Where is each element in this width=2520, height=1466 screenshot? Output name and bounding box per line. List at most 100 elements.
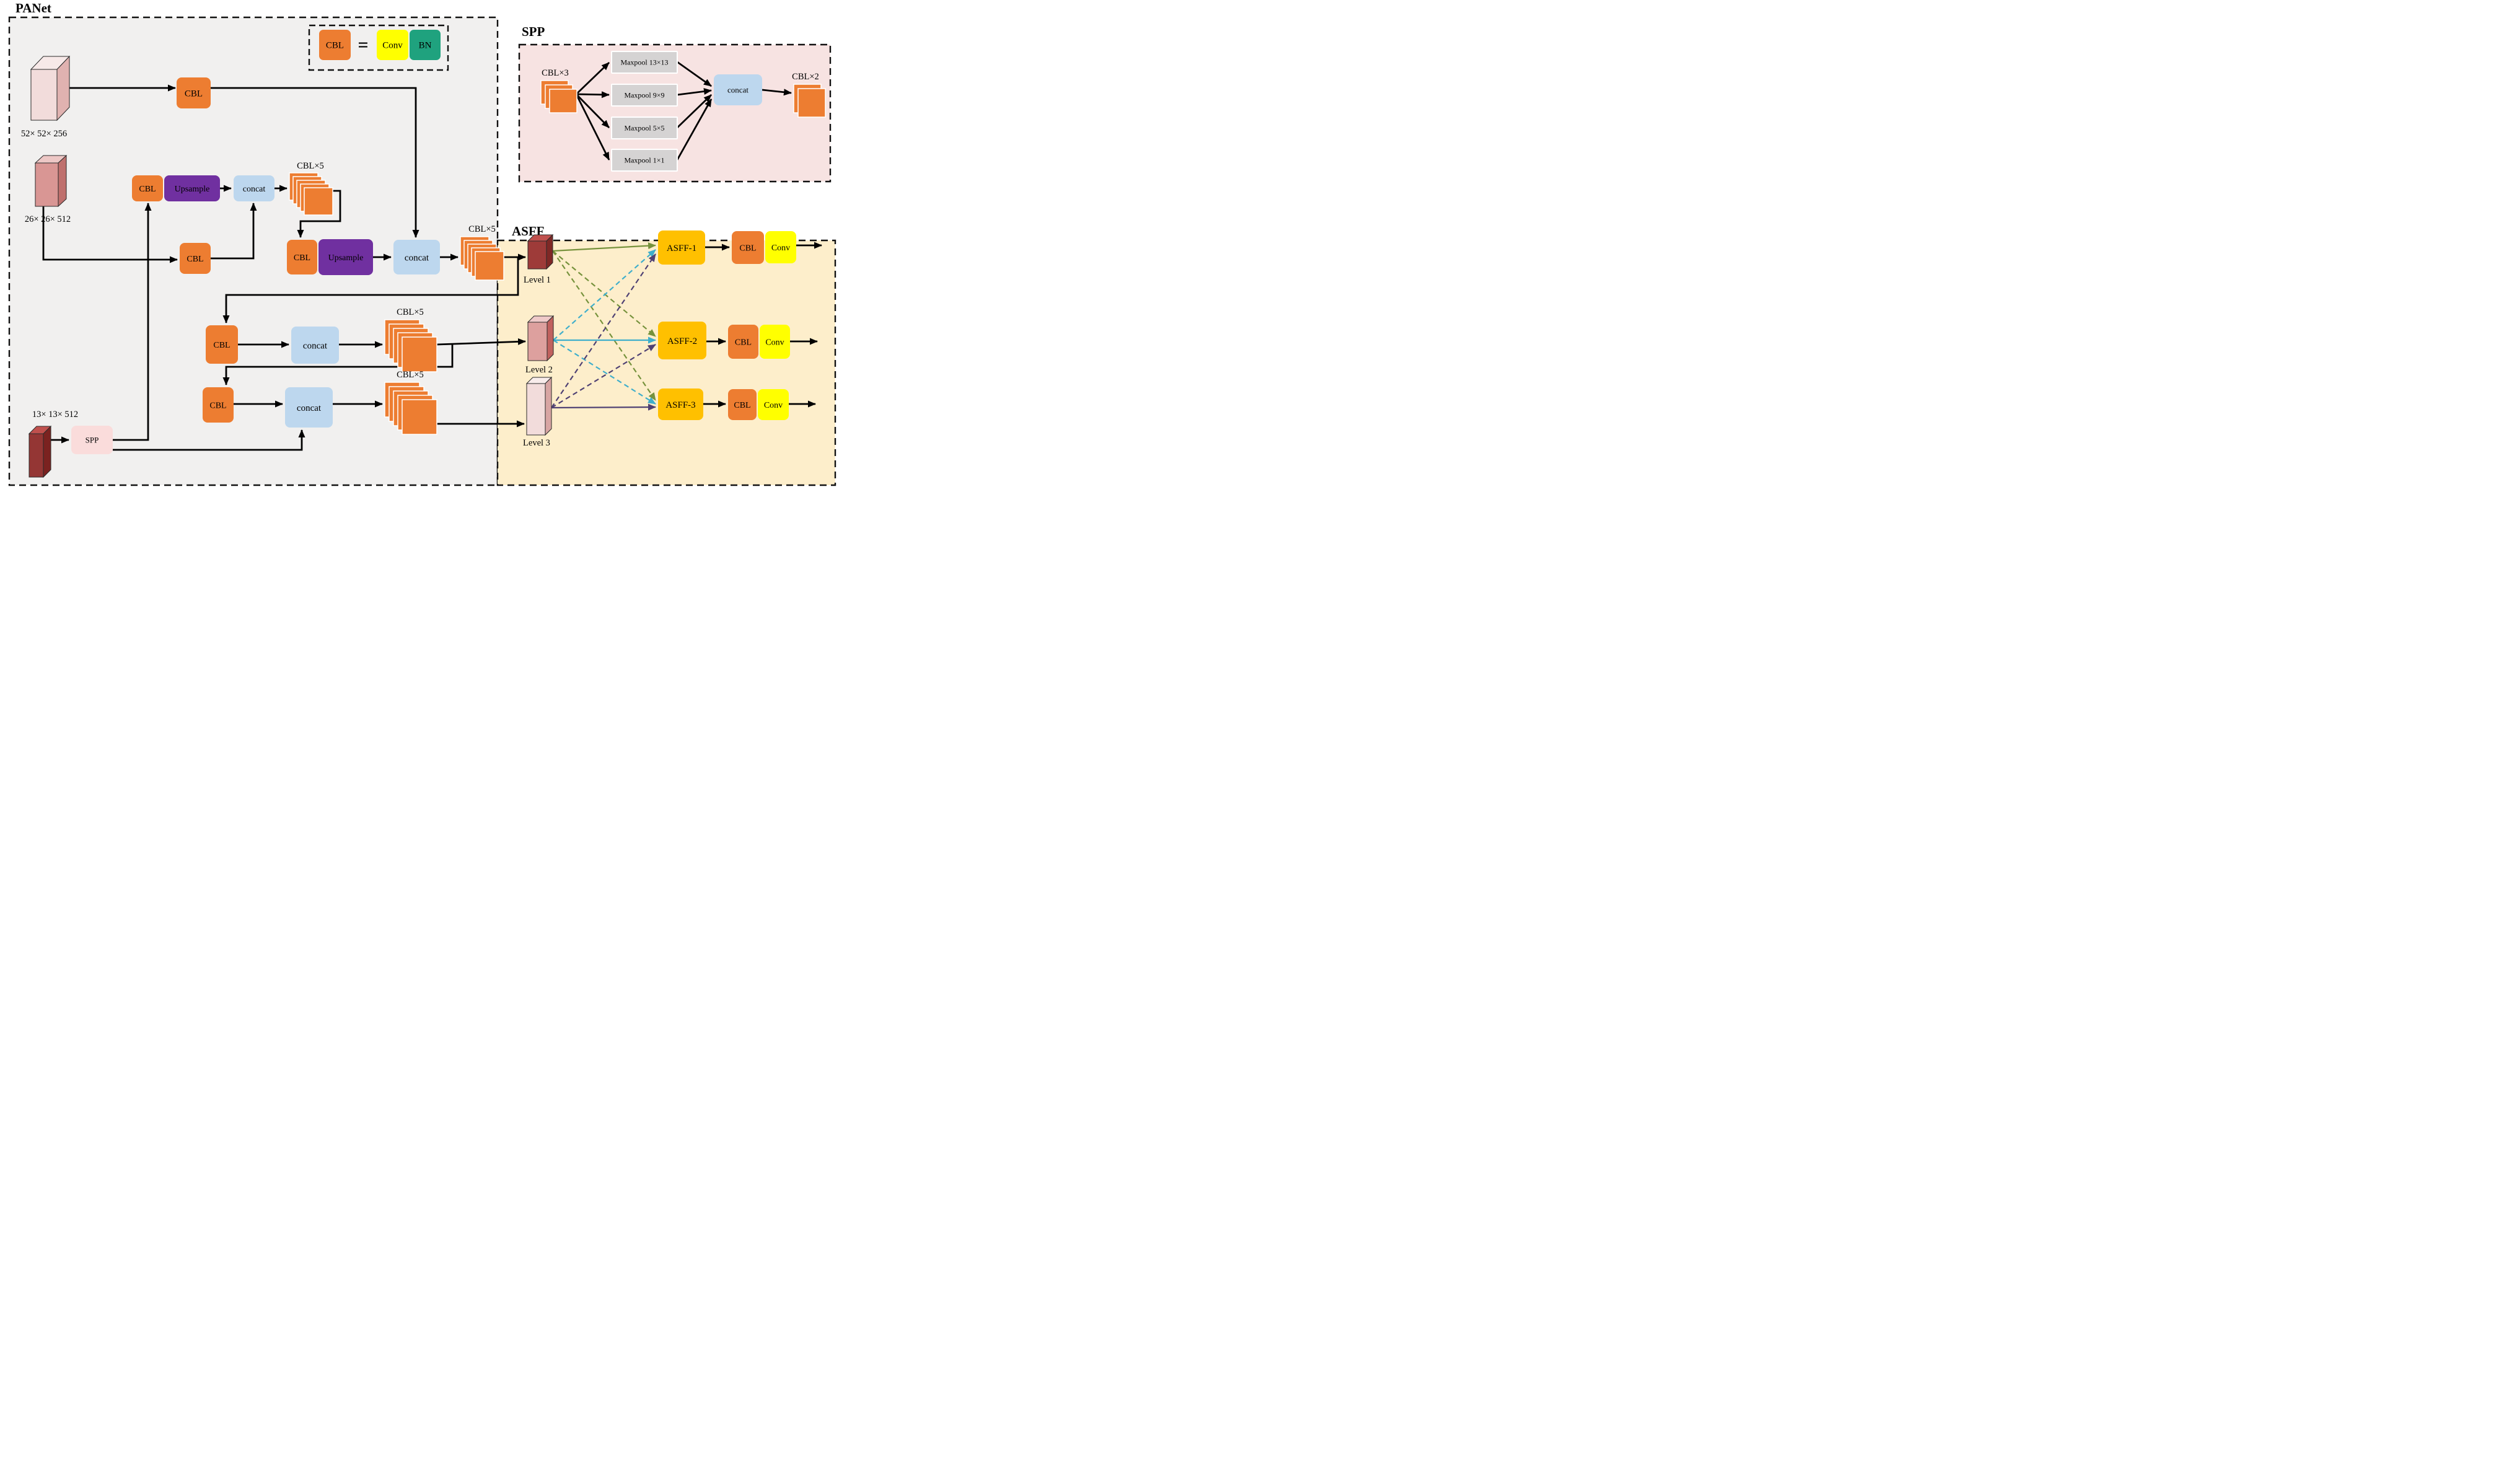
cblx5-b xyxy=(460,236,504,281)
cblx5-c-label: CBL×5 xyxy=(397,307,424,317)
cbl-b xyxy=(287,240,317,274)
legend-bn xyxy=(410,30,441,60)
asff-3 xyxy=(658,388,703,420)
edge-l3-asff3 xyxy=(551,403,656,411)
upsample-a xyxy=(164,175,220,201)
edge-l1-asff3 xyxy=(552,250,656,401)
edge-spplow-concatd xyxy=(113,429,305,451)
cbl-b-label: CBL xyxy=(294,253,310,263)
cblx3-spp xyxy=(540,80,577,113)
maxpool-1 xyxy=(611,149,678,172)
cbl-asff1 xyxy=(732,231,764,264)
level-1 xyxy=(527,234,554,270)
asff-2-label: ASFF-2 xyxy=(667,336,697,346)
legend-cbl xyxy=(319,30,351,60)
cbl-asff2 xyxy=(728,325,758,359)
maxpool-9 xyxy=(611,84,678,107)
edge-sppup-cbla xyxy=(113,203,152,441)
conv-1 xyxy=(765,231,796,263)
edge-fan-9 xyxy=(576,91,610,99)
cblx5-d xyxy=(384,382,437,435)
level-1-front-face xyxy=(527,240,547,270)
conv-3 xyxy=(758,389,789,420)
cbl-asff2-label: CBL xyxy=(735,338,752,347)
block-52 xyxy=(30,55,71,121)
edge-fan-1 xyxy=(575,94,610,160)
level-2-side-face xyxy=(547,315,554,362)
asff-3-label: ASFF-3 xyxy=(665,400,695,410)
level-1-label: Level 1 xyxy=(524,275,551,285)
edge-l3-asff1 xyxy=(551,253,656,408)
legend-cbl-label: CBL xyxy=(326,41,344,51)
legend-bn-label: BN xyxy=(419,41,432,51)
asff-1-label: ASFF-1 xyxy=(667,244,696,253)
cbl-top-label: CBL xyxy=(185,89,203,99)
upsample-a-label: Upsample xyxy=(175,185,210,194)
edge-mp9-concat xyxy=(677,88,712,96)
cblx5-d-sheet xyxy=(402,399,437,435)
level-3-front-face xyxy=(526,383,546,436)
concat-b xyxy=(393,240,440,274)
upsample-b-label: Upsample xyxy=(328,253,364,263)
cblx5-d-label: CBL×5 xyxy=(397,370,424,380)
legend-conv-label: Conv xyxy=(382,41,403,51)
concat-spp xyxy=(714,74,762,105)
maxpool-13-label: Maxpool 13×13 xyxy=(620,58,668,67)
edge-concatspp-cblx2 xyxy=(762,89,792,96)
maxpool-5-label: Maxpool 5×5 xyxy=(624,124,664,133)
cblx3-spp-label: CBL×3 xyxy=(542,68,569,78)
block-26 xyxy=(34,154,68,208)
edge-l2-asff3 xyxy=(553,340,656,405)
cblx5-b-sheet xyxy=(475,251,504,281)
legend-box xyxy=(308,24,449,71)
block-13-label: 13× 13× 512 xyxy=(32,410,78,419)
cbl-asff3-label: CBL xyxy=(734,401,750,410)
legend-conv xyxy=(377,30,408,60)
edge-mp13-concat xyxy=(677,61,712,87)
cblx5-c xyxy=(384,319,437,372)
level-2-label: Level 2 xyxy=(525,365,553,375)
edge-26-cbl26 xyxy=(42,206,178,263)
cbl-26-label: CBL xyxy=(187,255,203,264)
concat-b-label: concat xyxy=(405,253,429,263)
cblx5-a-label: CBL×5 xyxy=(297,161,324,171)
panel-panet-title: PANet xyxy=(15,1,51,15)
cblx5-b-label: CBL×5 xyxy=(468,224,496,234)
conv-3-label: Conv xyxy=(764,401,783,410)
level-2 xyxy=(527,315,555,362)
level-2-front-face xyxy=(527,322,548,361)
edge-stacka-cblb xyxy=(297,190,341,238)
cblx5-a-sheet xyxy=(304,187,333,216)
level-3-side-face xyxy=(545,376,552,436)
block-13 xyxy=(28,425,52,478)
conv-2-label: Conv xyxy=(765,338,784,347)
block-52-label: 52× 52× 256 xyxy=(21,129,67,139)
cbl-c-label: CBL xyxy=(213,341,230,350)
block-13-side-face xyxy=(43,425,51,478)
cblx2-spp xyxy=(793,84,826,118)
cbl-26 xyxy=(180,243,211,274)
asff-1 xyxy=(658,230,705,265)
level-3-label: Level 3 xyxy=(523,438,550,448)
cbl-a-label: CBL xyxy=(139,185,156,194)
block-26-side-face xyxy=(58,154,67,208)
cblx2-spp-label: CBL×2 xyxy=(792,72,819,82)
concat-spp-label: concat xyxy=(727,86,749,95)
level-1-side-face xyxy=(546,234,553,270)
spp-block xyxy=(71,426,113,454)
spp-block-label: SPP xyxy=(86,436,99,445)
block-13-front-face xyxy=(29,433,44,478)
maxpool-9-label: Maxpool 9×9 xyxy=(624,91,664,100)
cblx2-spp-sheet xyxy=(797,88,826,118)
edge-stackc-level2 xyxy=(436,338,526,346)
concat-c xyxy=(291,327,339,364)
block-52-front-face xyxy=(30,69,58,121)
cbl-asff1-label: CBL xyxy=(739,244,756,253)
cbl-d-label: CBL xyxy=(209,401,226,410)
cbl-a xyxy=(132,175,163,201)
panel-spp-title: SPP xyxy=(522,24,545,39)
block-26-front-face xyxy=(35,162,59,207)
edge-cbltop-concatb xyxy=(211,87,419,238)
